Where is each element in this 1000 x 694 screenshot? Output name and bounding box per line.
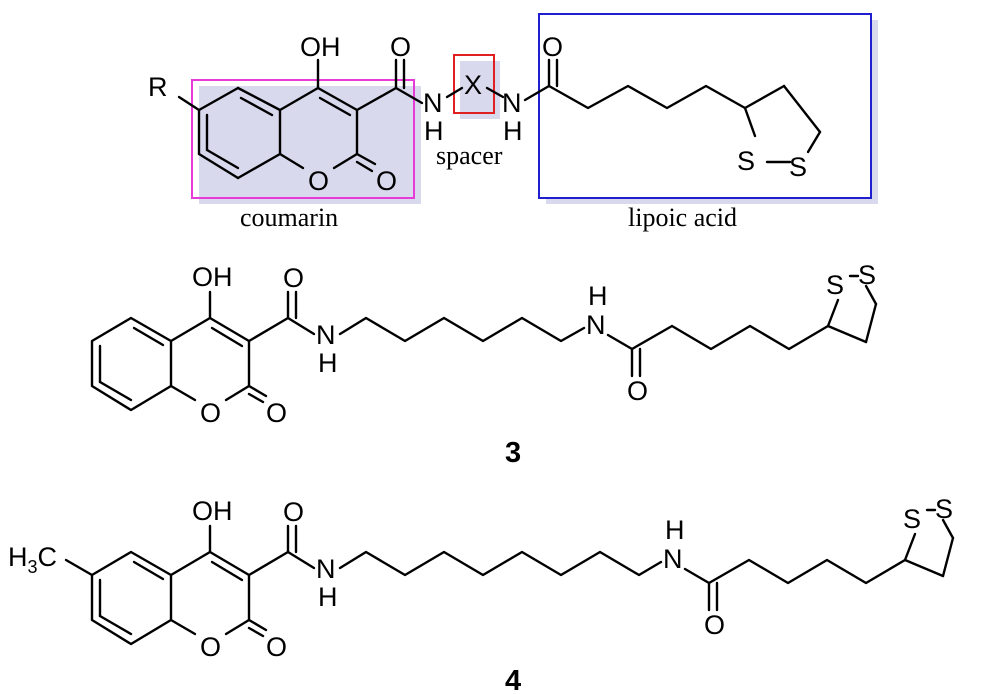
amide-hydrogen-right: H [503,116,523,146]
compound-4-methyl-label: H3C [8,542,57,577]
compound-3-amide-oxygen: O [283,263,304,293]
hydroxyl-label: OH [300,32,341,62]
compound-3-hydroxyl: OH [192,262,233,292]
compound-3-hydrogen-1: H [318,348,338,378]
compound-4-hydrogen-1: H [318,582,338,612]
lipoic-acid-highlight-box [538,13,872,199]
compound-4-nitrogen-2: N [663,544,683,574]
compound-4-carbonyl-oxygen: O [266,632,287,662]
spacer-bond-left [445,86,464,99]
compound-4-hydroxyl: OH [192,496,233,526]
ring-oxygen-label: O [308,166,329,196]
compound-4-lipoic-oxygen: O [704,610,725,640]
amide-oxygen-label: O [390,32,411,62]
r-group-label: R [148,72,168,102]
compound-3-nitrogen-1: N [316,320,336,350]
compound-3-bonds [90,274,878,412]
compound-4-structure: H3C OH O O O N H N H O S S 4 [8,494,955,694]
coumarin-core-bonds [177,58,424,180]
compound-3-number: 3 [505,437,521,469]
compound-4-hydrogen-2: H [665,515,685,545]
compound-3-structure: OH O O O N H N H O S S 3 [90,260,878,469]
compound-3-hydrogen-2: H [588,281,608,311]
compound-4-sulfur-1: S [903,504,921,534]
compound-3-lipoic-oxygen: O [627,376,648,406]
compound-3-sulfur-2: S [858,260,876,290]
compound-4-bonds [64,508,955,646]
compound-4-amide-oxygen: O [283,497,304,527]
lipoic-carbonyl-oxygen: O [542,32,563,62]
spacer-bond-right [485,86,505,99]
coumarin-highlight-box [191,79,415,199]
compound-4-number: 4 [505,665,521,694]
amide-nitrogen-right: N [502,88,522,118]
compound-3-nitrogen-2: N [586,310,606,340]
coumarin-caption: coumarin [240,203,338,232]
sulfur-label-2: S [789,152,807,182]
general-structure: R OH O O O N H X N H O S S coumarin spac… [148,13,878,232]
lipoic-acid-caption: lipoic acid [628,203,737,232]
compound-4-nitrogen-1: N [316,554,336,584]
sulfur-label-1: S [737,146,755,176]
spacer-x-label: X [464,70,482,100]
lipoic-acid-bonds [523,58,822,164]
amide-hydrogen-left: H [424,116,444,146]
compound-3-ring-oxygen: O [200,398,221,428]
carbonyl-oxygen-label: O [376,166,397,196]
spacer-highlight-box [453,54,495,114]
spacer-caption: spacer [436,141,503,170]
compound-3-sulfur-1: S [826,270,844,300]
coumarin-box-shadow [199,86,421,204]
compound-4-ring-oxygen: O [200,632,221,662]
compound-3-carbonyl-oxygen: O [266,398,287,428]
amide-nitrogen-left: N [423,88,443,118]
compound-4-sulfur-2: S [935,494,953,524]
